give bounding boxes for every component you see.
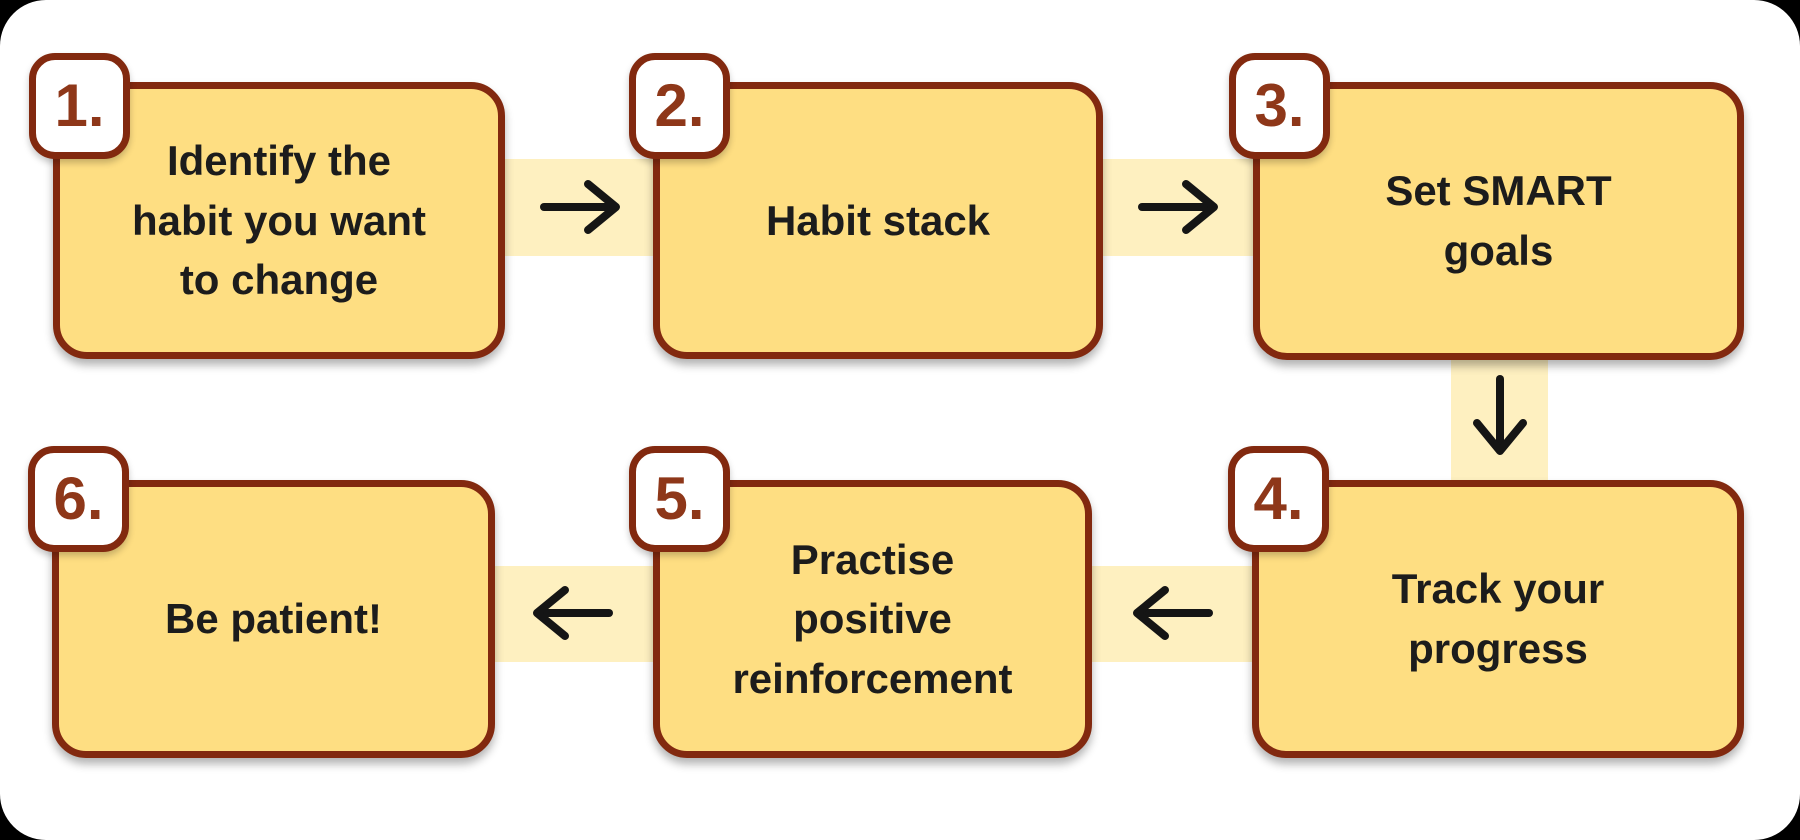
arrow-left-icon bbox=[1131, 583, 1215, 643]
step-number: 1. bbox=[54, 72, 105, 139]
step-box-3: 3. Set SMART goals bbox=[1229, 53, 1744, 360]
step-number-badge: 4. bbox=[1228, 446, 1329, 552]
arrow-down-icon bbox=[1470, 373, 1530, 457]
arrow-right-icon bbox=[1136, 177, 1220, 237]
step-number: 6. bbox=[53, 465, 104, 532]
step-number: 4. bbox=[1253, 465, 1304, 532]
step-box-4: 4. Track your progress bbox=[1228, 446, 1744, 758]
step-label: Practise positive reinforcement bbox=[732, 535, 1013, 702]
arrow-left-icon bbox=[531, 583, 615, 643]
step-number: 2. bbox=[654, 72, 705, 139]
step-box-6: 6. Be patient! bbox=[28, 446, 495, 758]
step-label: Identify the habit you want to change bbox=[132, 137, 426, 304]
step-label: Track your progress bbox=[1391, 565, 1605, 672]
step-number-badge: 3. bbox=[1229, 53, 1330, 159]
step-label: Be patient! bbox=[164, 595, 382, 643]
step-box-1: 1. Identify the habit you want to change bbox=[29, 53, 505, 359]
step-label: Set SMART goals bbox=[1385, 167, 1612, 274]
step-number-badge: 1. bbox=[29, 53, 130, 159]
step-box-5: 5. Practise positive reinforcement bbox=[629, 446, 1092, 758]
step-number: 5. bbox=[654, 465, 705, 532]
step-label: Habit stack bbox=[765, 196, 991, 244]
step-number: 3. bbox=[1254, 72, 1305, 139]
step-box-2: 2. Habit stack bbox=[629, 53, 1103, 359]
step-number-badge: 5. bbox=[629, 446, 730, 552]
step-number-badge: 6. bbox=[28, 446, 129, 552]
arrow-right-icon bbox=[538, 177, 622, 237]
step-number-badge: 2. bbox=[629, 53, 730, 159]
